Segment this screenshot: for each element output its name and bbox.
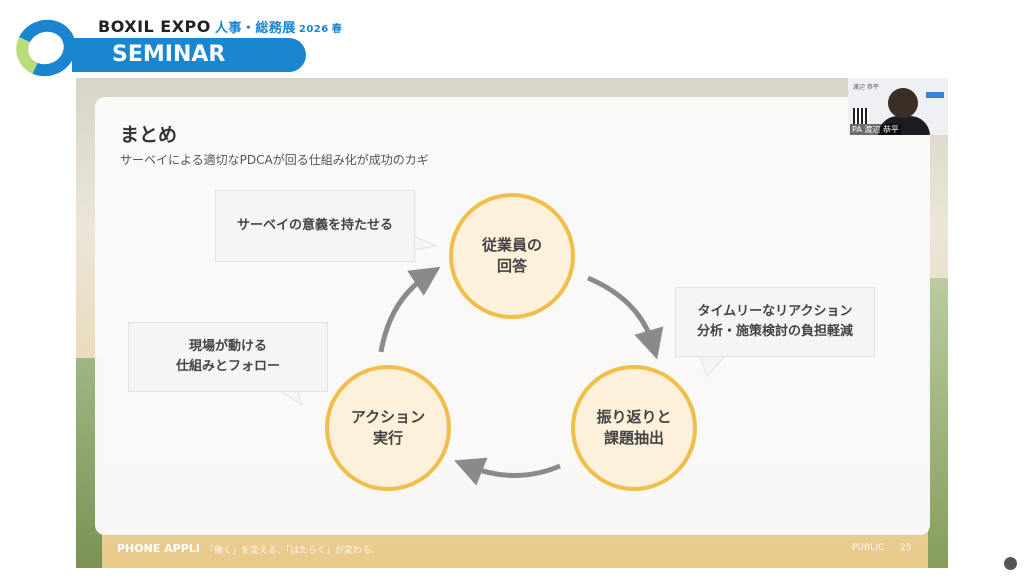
callout-tail-3: [278, 390, 303, 407]
webcam-card-name: 渡辺 恭平: [853, 84, 879, 91]
cycle-label-review: 振り返りと課題抽出: [596, 408, 672, 447]
callout-tail-2: [699, 355, 727, 377]
cycle-circle-action: [325, 365, 451, 491]
callout-survey-meaning: サーベイの意義を持たせる: [215, 190, 415, 262]
arrow-action-to-answer: [378, 266, 441, 353]
footer-classification: PUBLIC: [852, 543, 885, 553]
callout-timely-reaction: タイムリーなリアクション分析・施策検討の負担軽減: [675, 287, 875, 357]
cycle-circle-answer: [449, 193, 575, 319]
footer-page-number: 25: [900, 543, 912, 553]
qr-code-icon: [853, 108, 869, 124]
footer-tagline: 「働く」を変える、「はたらく」が変わる。: [205, 546, 381, 556]
callout-field-follow: 現場が動ける仕組みとフォロー: [128, 322, 328, 392]
seminar-banner: SEMINAR: [72, 38, 306, 72]
plant-right: [928, 278, 948, 568]
speaker-webcam: 渡辺 恭平 PA 渡辺 恭平: [848, 78, 948, 135]
webcam-brand-tag: [926, 92, 944, 98]
footer-brand: PHONE APPLI: [117, 542, 200, 555]
cycle-circle-review: [571, 365, 697, 491]
slide-title: まとめ: [120, 124, 178, 146]
arrow-answer-to-review: [587, 275, 664, 360]
speaker-head: [888, 88, 918, 118]
arrow-review-to-action: [454, 457, 561, 486]
cycle-label-action: アクション実行: [350, 408, 426, 447]
callout-tail-1: [413, 235, 438, 251]
webcam-name-tag: PA 渡辺 恭平: [850, 124, 901, 135]
player-control-icon[interactable]: [1004, 557, 1017, 570]
slide-subtitle: サーベイによる適切なPDCAが回る仕組み化が成功のカギ: [120, 153, 429, 167]
cycle-label-answer: 従業員の回答: [481, 236, 542, 275]
